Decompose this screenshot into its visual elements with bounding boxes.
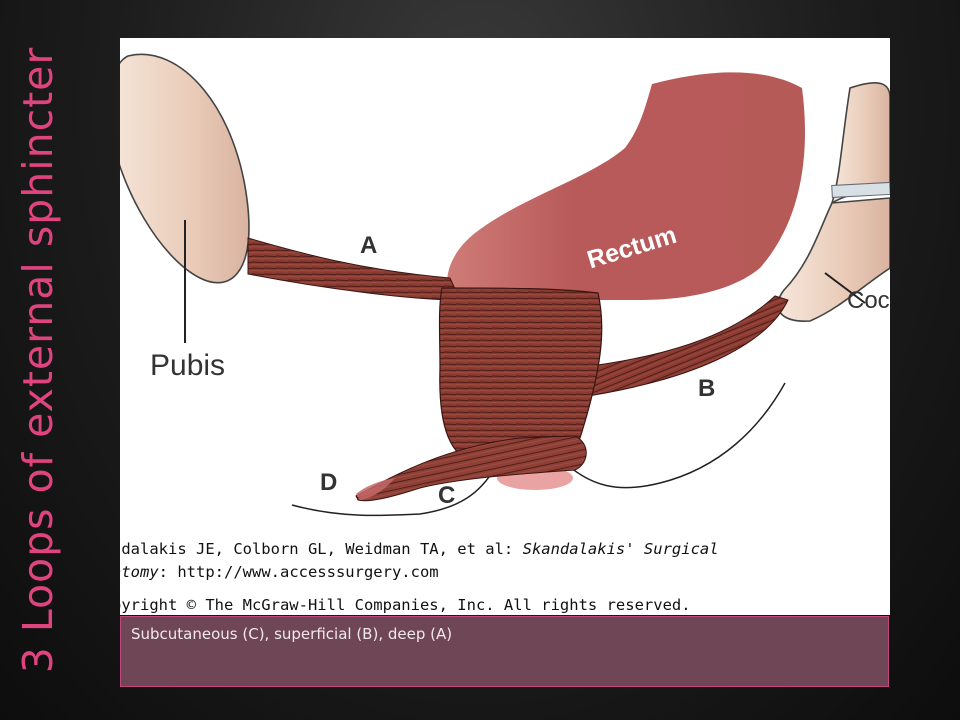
caption-text: Subcutaneous (C), superficial (B), deep … bbox=[131, 625, 453, 643]
loop-c-subcutaneous bbox=[355, 435, 587, 502]
caption-box: Subcutaneous (C), superficial (B), deep … bbox=[120, 616, 889, 687]
credit-line-2: atomy: http://www.accesssurgery.com bbox=[120, 563, 882, 581]
skin-contour-right bbox=[559, 382, 786, 489]
credit-book-title-cont: atomy bbox=[120, 563, 159, 581]
credit-authors: ndalakis JE, Colborn GL, Weidman TA, et … bbox=[120, 540, 523, 558]
anatomy-figure: A B C D Pubis Cocc Rectum ndalakis JE, C… bbox=[120, 38, 890, 615]
label-pubis: Pubis bbox=[150, 349, 225, 382]
label-coccyx: Cocc bbox=[847, 287, 890, 314]
loop-d-tip bbox=[356, 478, 395, 500]
credit-url: : http://www.accesssurgery.com bbox=[158, 563, 439, 581]
slide-title: 3 Loops of external sphincter bbox=[14, 46, 62, 674]
label-a: A bbox=[360, 232, 377, 259]
label-d: D bbox=[320, 469, 337, 496]
anatomy-illustration: A B C D Pubis Cocc Rectum bbox=[120, 53, 890, 517]
pubis-bone bbox=[120, 53, 250, 343]
credit-book-title: Skandalakis' Surgical bbox=[522, 540, 719, 558]
label-b: B bbox=[698, 375, 715, 402]
loop-a-deep bbox=[247, 237, 461, 301]
rectum bbox=[447, 72, 806, 300]
loop-b-superficial bbox=[574, 295, 789, 399]
skin-contour-left bbox=[291, 467, 496, 517]
credit-line-1: ndalakis JE, Colborn GL, Weidman TA, et … bbox=[120, 540, 882, 558]
label-c: C bbox=[438, 482, 455, 509]
coccyx-bone bbox=[777, 82, 890, 322]
credit-copyright: pyright © The McGraw-Hill Companies, Inc… bbox=[120, 596, 691, 614]
